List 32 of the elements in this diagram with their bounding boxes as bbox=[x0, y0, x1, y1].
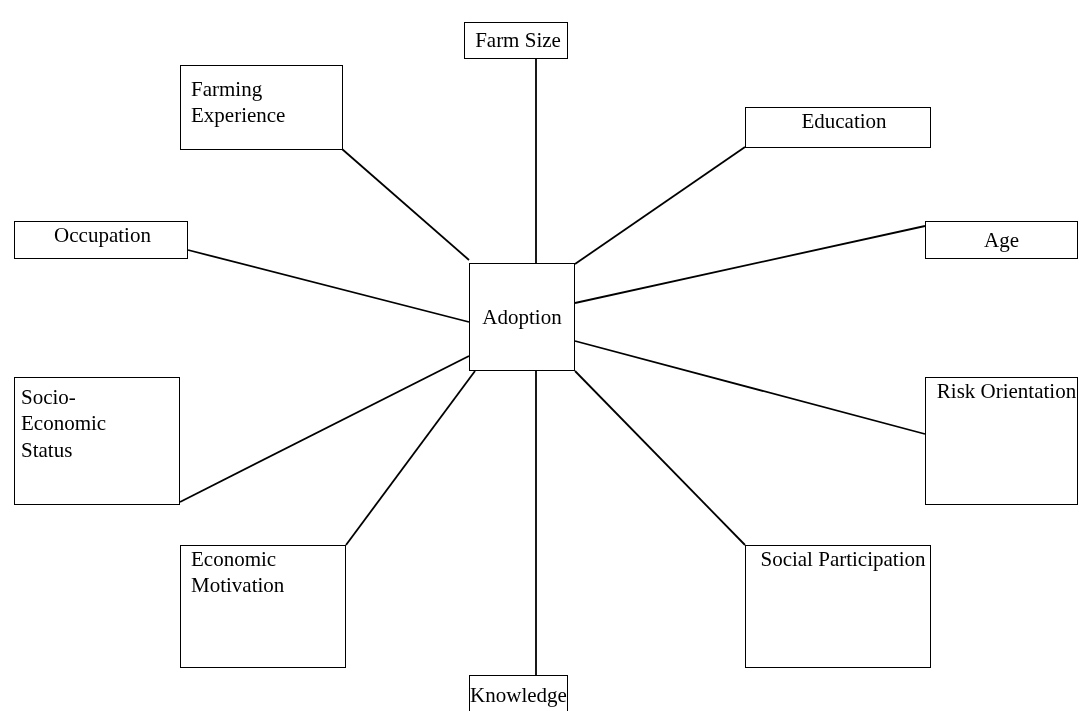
connector-line bbox=[187, 249, 470, 323]
factor-label: Education bbox=[801, 108, 887, 135]
factor-box bbox=[464, 22, 568, 59]
connector-line bbox=[341, 148, 470, 261]
connector-line bbox=[179, 355, 470, 503]
factor-label: Social Participation bbox=[760, 546, 926, 573]
connector-line bbox=[574, 225, 926, 304]
factor-box bbox=[745, 107, 931, 148]
factor-box bbox=[14, 377, 180, 505]
factor-box bbox=[180, 65, 343, 150]
central-box bbox=[469, 263, 575, 371]
factor-label: Risk Orientation bbox=[936, 378, 1077, 405]
factor-label: Farming Experience bbox=[191, 76, 287, 129]
connector-line bbox=[345, 370, 476, 546]
factor-label: Knowledge bbox=[470, 681, 567, 709]
connector-line bbox=[535, 58, 537, 264]
factor-label: Age bbox=[984, 226, 1019, 254]
factor-box bbox=[469, 675, 568, 711]
factor-label: Socio- Economic Status bbox=[21, 384, 108, 463]
factor-box bbox=[180, 545, 346, 668]
connector-line bbox=[574, 370, 746, 546]
factor-label: Occupation bbox=[54, 222, 151, 249]
factor-box bbox=[14, 221, 188, 259]
connector-line bbox=[574, 340, 926, 435]
factor-label: Adoption bbox=[482, 303, 562, 331]
connector-line bbox=[574, 146, 746, 265]
factor-box bbox=[925, 221, 1078, 259]
factor-box bbox=[745, 545, 931, 668]
factor-label: Economic Motivation bbox=[191, 546, 286, 599]
factor-label: Farm Size bbox=[475, 27, 561, 54]
connector-line bbox=[535, 370, 537, 676]
factor-box bbox=[925, 377, 1078, 505]
